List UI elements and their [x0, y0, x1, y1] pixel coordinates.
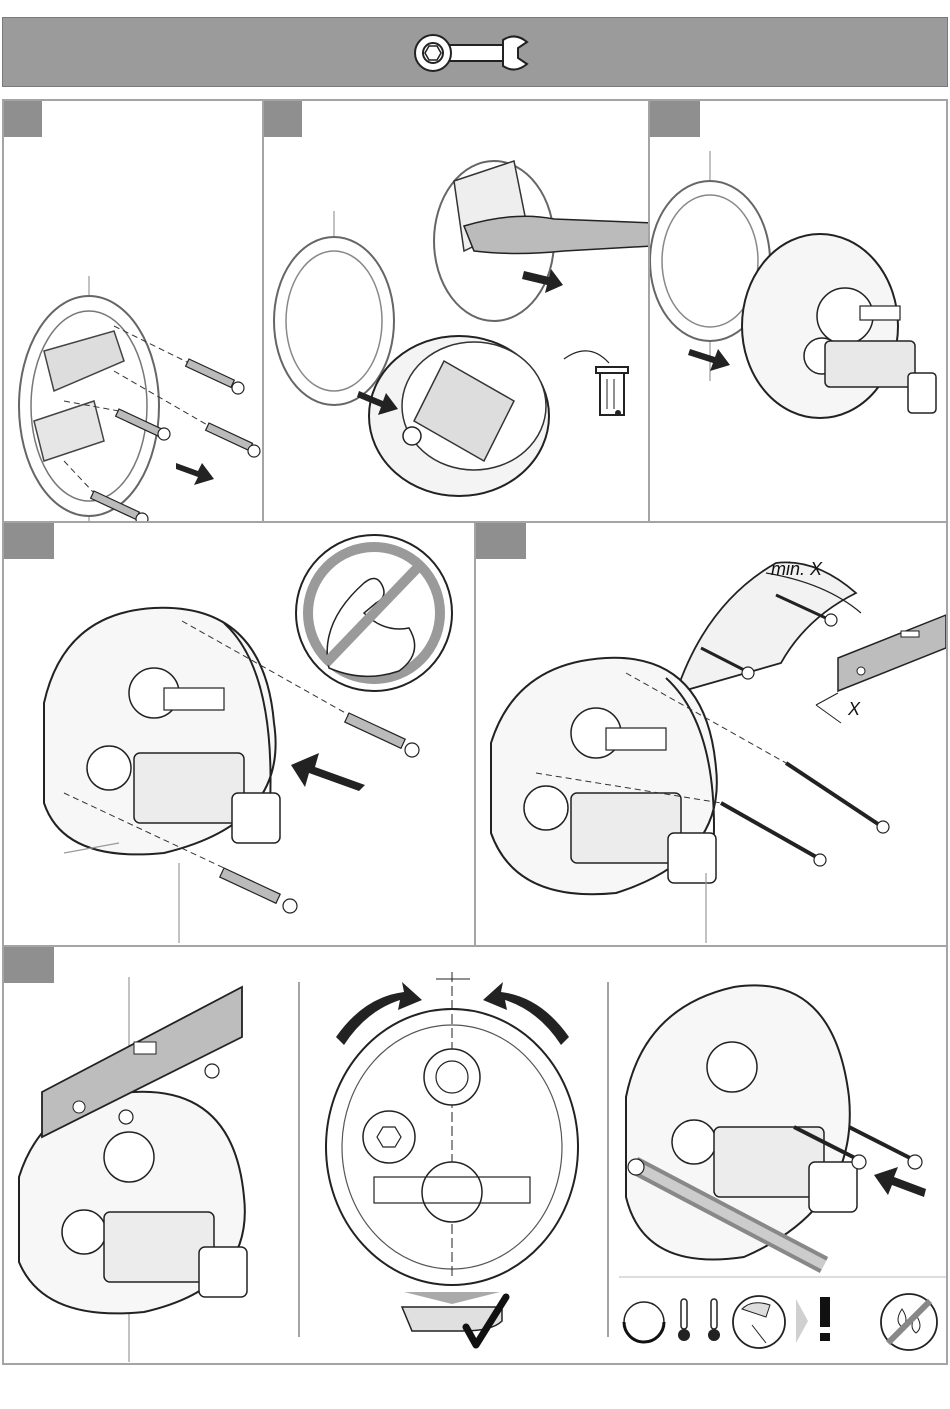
- min-x-label: min. X: [771, 559, 823, 579]
- step-4-illustration: [4, 523, 476, 947]
- wrench-icon: [411, 28, 541, 78]
- no-force-icon: [296, 535, 452, 691]
- step-3-illustration: [650, 101, 948, 523]
- shower-head-icon: [733, 1296, 785, 1348]
- no-water-drops-icon: [881, 1294, 937, 1350]
- push-arrow-icon: [291, 753, 365, 791]
- step-5-panel: min. X X: [474, 521, 948, 947]
- step-5-illustration: min. X X: [476, 523, 948, 947]
- rotation-icon: [624, 1302, 664, 1342]
- step-1-illustration: [4, 101, 264, 523]
- step-3-panel: [648, 99, 948, 523]
- trash-bin-icon: [596, 367, 628, 416]
- x-label: X: [847, 699, 861, 719]
- thermometer-icon: [678, 1299, 720, 1341]
- push-arrow-icon: [874, 1167, 926, 1197]
- step-1-panel: [2, 99, 264, 523]
- step-2-panel: [262, 99, 650, 523]
- spirit-level-icon: [838, 615, 946, 691]
- pliers-icon: [464, 216, 650, 253]
- header-bar: [2, 17, 948, 87]
- step-6-illustration: [4, 947, 948, 1365]
- step-2-illustration: [264, 101, 650, 523]
- step-4-panel: [2, 521, 476, 947]
- exclamation-icon: [820, 1297, 830, 1341]
- push-arrow-icon: [176, 463, 214, 485]
- step-6-panel: [2, 945, 948, 1365]
